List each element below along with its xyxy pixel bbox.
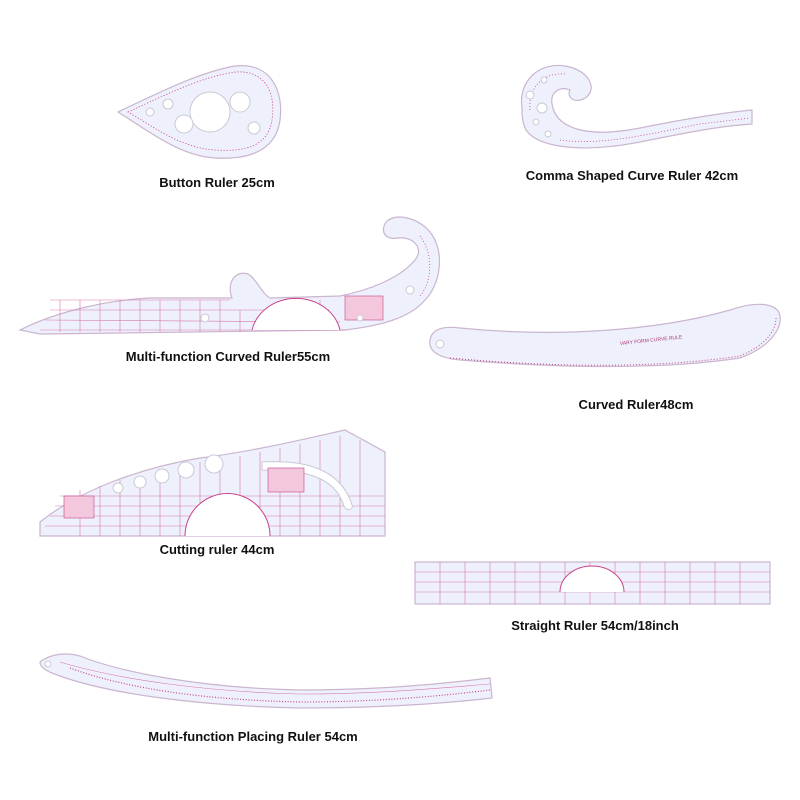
- multifunction-curved-ruler: [18, 216, 441, 335]
- caption-placing-ruler: Multi-function Placing Ruler 54cm: [148, 729, 358, 744]
- caption-cutting-ruler: Cutting ruler 44cm: [159, 542, 275, 557]
- curved-ruler-48: VARY FORM CURVE RULE: [429, 303, 781, 368]
- straight-ruler: [414, 561, 771, 605]
- caption-straight-ruler: Straight Ruler 54cm/18inch: [511, 618, 679, 633]
- placing-ruler: [39, 653, 493, 709]
- caption-comma-ruler: Comma Shaped Curve Ruler 42cm: [525, 168, 739, 183]
- caption-multifunction-curved-ruler: Multi-function Curved Ruler55cm: [125, 349, 331, 364]
- comma-curve-ruler: [520, 64, 753, 149]
- cutting-ruler: [39, 429, 386, 537]
- button-ruler: [116, 65, 282, 159]
- caption-button-ruler: Button Ruler 25cm: [159, 175, 275, 190]
- caption-curved-ruler: Curved Ruler48cm: [578, 397, 694, 412]
